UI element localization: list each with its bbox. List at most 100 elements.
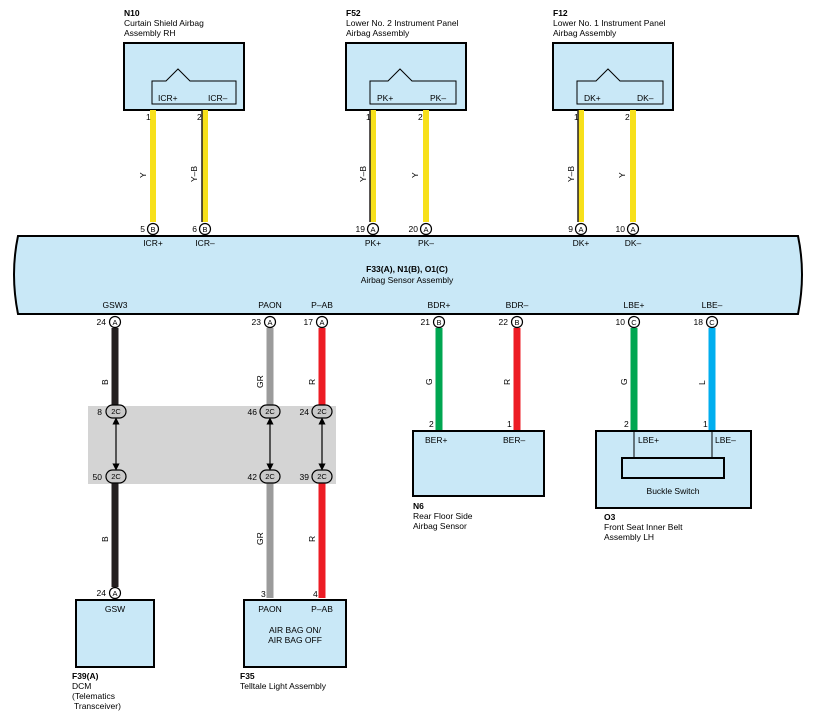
- svg-text:10: 10: [616, 224, 626, 234]
- n10-name-line2: Assembly RH: [124, 28, 175, 38]
- sensor-top-connector: [198, 222, 212, 236]
- pin-f52-1: 1: [366, 112, 371, 122]
- svg-text:Airbag Sensor: Airbag Sensor: [413, 521, 467, 531]
- wire-color-label: R: [307, 379, 317, 385]
- svg-text:24: 24: [97, 588, 107, 598]
- svg-text:2C: 2C: [111, 472, 121, 481]
- f35-box: [243, 599, 347, 668]
- f12-connector-outline: [576, 68, 664, 105]
- svg-text:A: A: [267, 318, 272, 327]
- svg-text:2C: 2C: [265, 407, 275, 416]
- sensor-name: Airbag Sensor Assembly: [361, 275, 454, 285]
- svg-text:22: 22: [499, 317, 509, 327]
- svg-text:BDR+: BDR+: [428, 300, 451, 310]
- svg-text:A: A: [112, 318, 117, 327]
- n10-pin-b-label: ICR–: [208, 93, 228, 103]
- svg-text:P–AB: P–AB: [311, 604, 333, 614]
- svg-text:Rear Floor Side: Rear Floor Side: [413, 511, 473, 521]
- svg-text:A: A: [112, 589, 117, 598]
- svg-text:2C: 2C: [265, 472, 275, 481]
- f52-connector-outline: [369, 68, 457, 105]
- svg-text:20: 20: [409, 224, 419, 234]
- svg-text:(Telematics: (Telematics: [72, 691, 115, 701]
- svg-text:8: 8: [97, 407, 102, 417]
- svg-text:17: 17: [304, 317, 314, 327]
- svg-text:O3: O3: [604, 512, 616, 522]
- pin-f35-4: 4: [313, 589, 318, 599]
- wire-color-label: Y: [138, 172, 148, 178]
- svg-text:2C: 2C: [111, 407, 121, 416]
- f52-name-line2: Airbag Assembly: [346, 28, 410, 38]
- n6-box: [412, 430, 545, 497]
- component-n10: N10 Curtain Shield Airbag Assembly RH IC…: [123, 8, 245, 111]
- svg-text:A: A: [630, 225, 635, 234]
- svg-text:46: 46: [248, 407, 258, 417]
- pin-n10-2: 2: [197, 112, 202, 122]
- svg-text:A: A: [578, 225, 583, 234]
- svg-text:N6: N6: [413, 501, 424, 511]
- n10-connector-outline: [151, 68, 237, 105]
- svg-text:LBE–: LBE–: [715, 435, 736, 445]
- sensor-bottom-connectors: A A A B B C C 24 23 17 21 22 10 18: [97, 315, 719, 329]
- svg-text:Buckle Switch: Buckle Switch: [647, 486, 700, 496]
- pin-o3-2: 2: [624, 419, 629, 429]
- wire-color-label: Y–B: [566, 166, 576, 182]
- sensor-top-connector: [146, 222, 160, 236]
- svg-text:24: 24: [97, 317, 107, 327]
- svg-text:Transceiver): Transceiver): [74, 701, 121, 711]
- component-airbag-sensor: F33(A), N1(B), O1(C) Airbag Sensor Assem…: [13, 222, 803, 315]
- junction-2c-pins: 2C 2C 2C 2C 2C 2C 8 46 24 50 42 39: [93, 404, 333, 484]
- component-f52: F52 Lower No. 2 Instrument Panel Airbag …: [345, 8, 467, 111]
- svg-text:F35: F35: [240, 671, 255, 681]
- wire-color-label: GR: [255, 375, 265, 388]
- svg-text:2C: 2C: [317, 407, 327, 416]
- svg-text:19: 19: [356, 224, 366, 234]
- sensor-top-connector: [366, 222, 380, 236]
- f39-box: [75, 599, 155, 668]
- sensor-box: [13, 235, 803, 315]
- wire-color-label: Y–B: [358, 166, 368, 182]
- f52-pin-a-label: PK+: [377, 93, 393, 103]
- pin-f35-3: 3: [261, 589, 266, 599]
- wire-color-label: GR: [255, 532, 265, 545]
- svg-text:GSW: GSW: [105, 604, 125, 614]
- svg-text:50: 50: [93, 472, 103, 482]
- svg-text:LBE–: LBE–: [702, 300, 723, 310]
- n10-name-line1: Curtain Shield Airbag: [124, 18, 204, 28]
- svg-text:23: 23: [252, 317, 262, 327]
- svg-text:BER–: BER–: [503, 435, 525, 445]
- svg-text:A: A: [319, 318, 324, 327]
- pin-n10-1: 1: [146, 112, 151, 122]
- f12-name-line2: Airbag Assembly: [553, 28, 617, 38]
- svg-text:GSW3: GSW3: [102, 300, 127, 310]
- f12-name-line1: Lower No. 1 Instrument Panel: [553, 18, 666, 28]
- component-o3: 2 1 LBE+ LBE– Buckle Switch O3 Front Sea…: [595, 419, 752, 542]
- bottom-wires: B GR R G R G L B GR R: [100, 328, 716, 598]
- component-f12: F12 Lower No. 1 Instrument Panel Airbag …: [552, 8, 674, 111]
- svg-text:LBE+: LBE+: [638, 435, 659, 445]
- component-f35: 3 4 PAON P–AB AIR BAG ON/ AIR BAG OFF F3…: [240, 589, 347, 691]
- svg-text:DCM: DCM: [72, 681, 91, 691]
- svg-text:18: 18: [694, 317, 704, 327]
- n10-pin-a-label: ICR+: [158, 93, 178, 103]
- svg-text:2C: 2C: [317, 472, 327, 481]
- pin-f12-1: 1: [574, 112, 579, 122]
- svg-text:ICR–: ICR–: [195, 238, 215, 248]
- pin-n6-1: 1: [507, 419, 512, 429]
- junction-connector-2c: [88, 406, 336, 484]
- svg-text:Assembly LH: Assembly LH: [604, 532, 654, 542]
- wire-color-label: B: [100, 536, 110, 542]
- f12-pin-b-label: DK–: [637, 93, 654, 103]
- wire-color-label: R: [502, 379, 512, 385]
- svg-text:A: A: [423, 225, 428, 234]
- svg-text:BER+: BER+: [425, 435, 447, 445]
- svg-text:B: B: [150, 225, 155, 234]
- svg-text:AIR BAG OFF: AIR BAG OFF: [268, 635, 322, 645]
- svg-text:DK–: DK–: [625, 238, 642, 248]
- wire-color-label: Y: [617, 172, 627, 178]
- svg-text:B: B: [202, 225, 207, 234]
- sensor-top-connector: [626, 222, 640, 236]
- svg-text:Front Seat Inner Belt: Front Seat Inner Belt: [604, 522, 683, 532]
- sensor-code: F33(A), N1(B), O1(C): [366, 264, 448, 274]
